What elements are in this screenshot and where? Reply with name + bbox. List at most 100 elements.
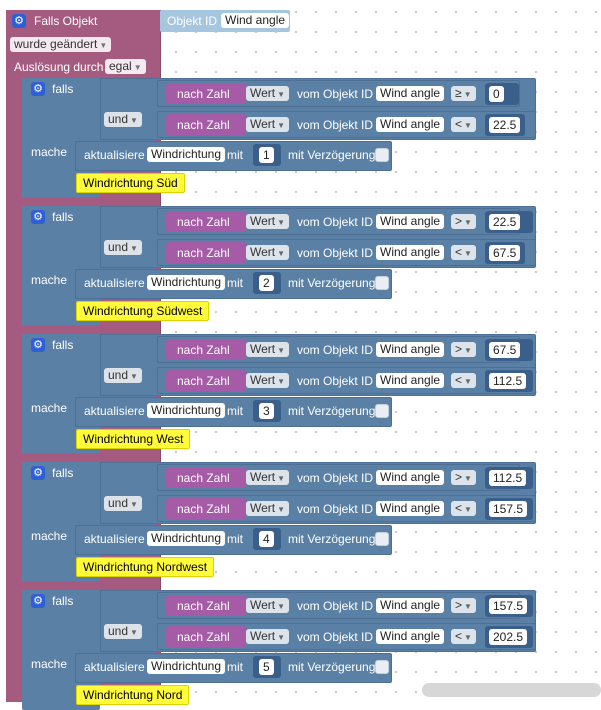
value-dropdown[interactable]: Wert▼ (246, 214, 290, 229)
and-dropdown[interactable]: und▼ (104, 368, 142, 383)
checkbox-icon[interactable] (375, 276, 389, 290)
gear-icon[interactable]: ⚙ (31, 338, 45, 352)
checkbox-icon[interactable] (375, 532, 389, 546)
target-state-field[interactable]: Windrichtung (147, 403, 226, 418)
value-dropdown[interactable]: Wert▼ (246, 245, 290, 260)
trigger-dropdown[interactable]: wurde geändert▼ (10, 37, 112, 52)
to-number-label: nach Zahl (177, 374, 230, 388)
number-field-low[interactable]: 157.5 (489, 598, 528, 614)
update-block[interactable] (75, 653, 392, 683)
to-number-block[interactable] (166, 626, 246, 647)
object-id-field[interactable]: Wind angle (376, 214, 445, 229)
update-block[interactable] (75, 269, 392, 299)
update-value-field[interactable]: 1 (259, 147, 274, 163)
update-value-field[interactable]: 4 (259, 531, 274, 547)
gear-icon[interactable]: ⚙ (31, 82, 45, 96)
target-state-field[interactable]: Windrichtung (147, 531, 226, 546)
comment-text-block[interactable]: Windrichtung West (76, 429, 191, 449)
update-value-field[interactable]: 3 (259, 403, 274, 419)
to-number-block[interactable] (166, 242, 246, 263)
and-dropdown[interactable]: und▼ (104, 624, 142, 639)
operator-dropdown[interactable]: <▼ (451, 501, 476, 516)
to-number-block[interactable] (166, 595, 246, 616)
and-dropdown[interactable]: und▼ (104, 496, 142, 511)
value-dropdown[interactable]: Wert▼ (246, 501, 290, 516)
of-object-label: vom Objekt ID (297, 343, 374, 357)
number-field-low[interactable]: 0 (489, 86, 504, 102)
update-value-field[interactable]: 5 (259, 659, 274, 675)
operator-dropdown[interactable]: <▼ (451, 629, 476, 644)
object-id-field[interactable]: Wind angle (376, 245, 445, 260)
update-block[interactable] (75, 525, 392, 555)
target-state-field[interactable]: Windrichtung (147, 659, 226, 674)
operator-value: > (455, 342, 463, 356)
number-field-low[interactable]: 67.5 (489, 342, 521, 358)
operator-dropdown[interactable]: <▼ (451, 373, 476, 388)
to-number-block[interactable] (166, 114, 246, 135)
checkbox-icon[interactable] (375, 660, 389, 674)
update-value-field[interactable]: 2 (259, 275, 274, 291)
dropdown-caret-icon: ▼ (464, 377, 472, 386)
horizontal-scrollbar[interactable] (422, 683, 601, 697)
update-block[interactable] (75, 397, 392, 427)
to-number-block[interactable] (166, 467, 246, 488)
to-number-block[interactable] (166, 370, 246, 391)
operator-dropdown[interactable]: <▼ (451, 117, 476, 132)
value-dropdown[interactable]: Wert▼ (246, 342, 290, 357)
value-dropdown-value: Wert (250, 342, 276, 356)
number-field-high[interactable]: 202.5 (489, 629, 528, 645)
operator-dropdown[interactable]: >▼ (451, 342, 476, 357)
operator-dropdown[interactable]: <▼ (451, 245, 476, 260)
value-dropdown[interactable]: Wert▼ (246, 117, 290, 132)
to-number-block[interactable] (166, 498, 246, 519)
operator-value: ≥ (455, 86, 462, 100)
operator-dropdown[interactable]: >▼ (451, 598, 476, 613)
comment-text-block[interactable]: Windrichtung Südwest (76, 301, 210, 321)
and-dropdown[interactable]: und▼ (104, 240, 142, 255)
target-state-field[interactable]: Windrichtung (147, 275, 226, 290)
gear-icon[interactable]: ⚙ (31, 594, 45, 608)
checkbox-icon[interactable] (375, 148, 389, 162)
dropdown-caret-icon: ▼ (464, 346, 472, 355)
gear-icon[interactable]: ⚙ (31, 210, 45, 224)
to-number-label: nach Zahl (177, 87, 230, 101)
value-dropdown[interactable]: Wert▼ (246, 629, 290, 644)
object-id-field[interactable]: Wind angle (376, 501, 445, 516)
operator-dropdown[interactable]: ≥▼ (451, 86, 476, 101)
object-id-field[interactable]: Wind angle (376, 373, 445, 388)
update-block[interactable] (75, 141, 392, 171)
and-dropdown[interactable]: und▼ (104, 112, 142, 127)
number-field-high[interactable]: 157.5 (489, 501, 528, 517)
value-dropdown[interactable]: Wert▼ (246, 598, 290, 613)
checkbox-icon[interactable] (375, 404, 389, 418)
dropdown-caret-icon: ▼ (464, 505, 472, 514)
object-id-field[interactable]: Wind angle (221, 13, 290, 28)
value-dropdown[interactable]: Wert▼ (246, 470, 290, 485)
object-id-field[interactable]: Wind angle (376, 117, 445, 132)
operator-dropdown[interactable]: >▼ (451, 470, 476, 485)
object-id-field[interactable]: Wind angle (376, 598, 445, 613)
comment-text-block[interactable]: Windrichtung Süd (76, 173, 185, 193)
object-id-field[interactable]: Wind angle (376, 86, 445, 101)
value-dropdown-value: Wert (250, 117, 276, 131)
gear-icon[interactable]: ⚙ (31, 466, 45, 480)
object-id-field[interactable]: Wind angle (376, 629, 445, 644)
gear-icon[interactable]: ⚙ (12, 14, 26, 28)
to-number-block[interactable] (166, 83, 246, 104)
number-field-low[interactable]: 112.5 (489, 470, 527, 486)
operator-dropdown[interactable]: >▼ (451, 214, 476, 229)
object-id-field[interactable]: Wind angle (376, 470, 445, 485)
value-dropdown[interactable]: Wert▼ (246, 373, 290, 388)
number-field-high[interactable]: 67.5 (489, 245, 521, 261)
target-state-field[interactable]: Windrichtung (147, 147, 226, 162)
ack-dropdown[interactable]: egal▼ (105, 59, 146, 74)
comment-text-block[interactable]: Windrichtung Nord (76, 685, 190, 705)
to-number-block[interactable] (166, 339, 246, 360)
comment-text-block[interactable]: Windrichtung Nordwest (76, 557, 215, 577)
number-field-high[interactable]: 22.5 (489, 117, 521, 133)
value-dropdown[interactable]: Wert▼ (246, 86, 290, 101)
number-field-low[interactable]: 22.5 (489, 214, 521, 230)
object-id-field[interactable]: Wind angle (376, 342, 445, 357)
to-number-block[interactable] (166, 211, 246, 232)
number-field-high[interactable]: 112.5 (489, 373, 527, 389)
